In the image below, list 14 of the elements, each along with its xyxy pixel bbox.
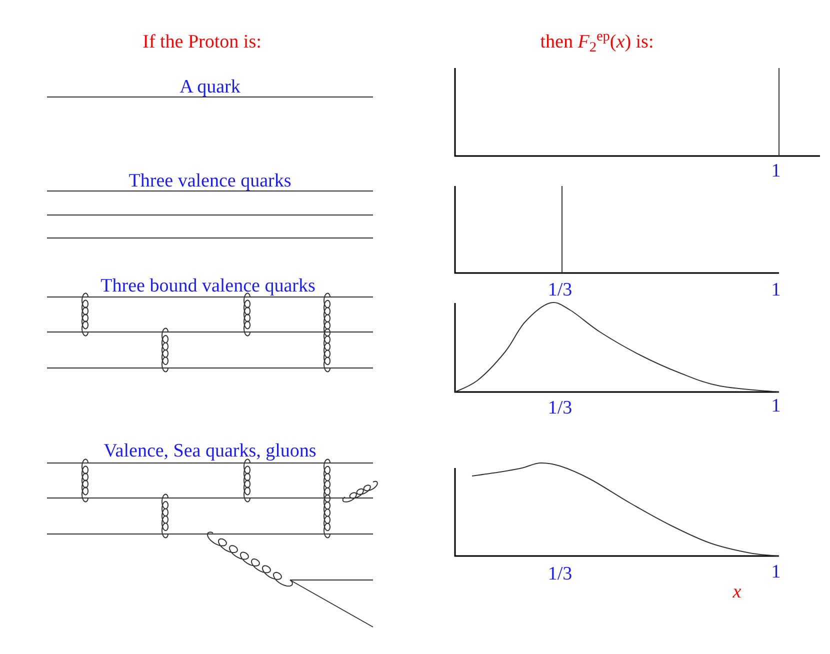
- panel-title: Three valence quarks: [128, 172, 292, 190]
- panel-title: A quark: [180, 78, 240, 96]
- column-heading: then F$_{2}$$^{ep}$(x) is:: [540, 32, 654, 52]
- tick-label: 1/3: [548, 564, 572, 584]
- column-heading: If the Proton is:: [142, 32, 262, 52]
- axis-label: x: [732, 582, 742, 602]
- panel-title: Three bound valence quarks: [100, 276, 316, 296]
- tick-label: 1/3: [548, 398, 572, 418]
- tick-label: 1: [771, 162, 781, 180]
- tick-label: 1: [771, 280, 781, 300]
- tick-label: 1: [771, 562, 781, 582]
- tick-label: 1/3: [548, 280, 572, 300]
- panel-title: Valence, Sea quarks, gluons: [104, 442, 316, 460]
- tick-label: 1: [771, 396, 781, 416]
